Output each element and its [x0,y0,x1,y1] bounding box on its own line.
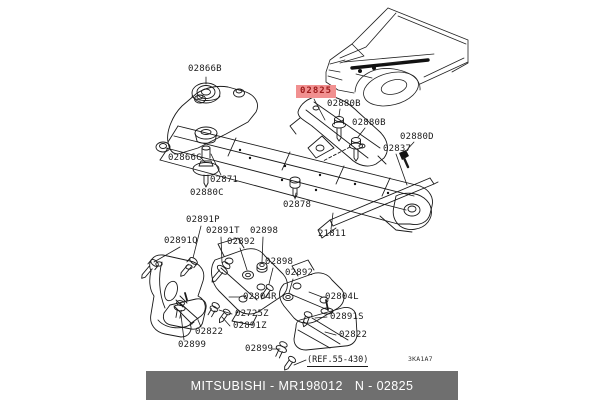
part-label-02871-7: 02871 [210,175,239,185]
part-label-02880d-4: 02880D [400,132,434,142]
part-label-02822-24: 02822 [195,327,224,337]
part-label-02725z-22: 02725Z [235,309,269,319]
part-label-02880c-8: 02880C [190,188,224,198]
part-label-02898-16: 02898 [265,257,294,267]
part-label-02866b-0: 02866B [188,64,222,74]
part-label-02825-1: 02825 [296,85,337,98]
part-label-02891z-23: 02891Z [233,321,267,331]
part-label-02891q-14: 02891Q [164,236,198,246]
bushing-02866B-drawing [191,82,221,104]
part-label-02822-21: 02822 [339,330,368,340]
part-label-02804r-18: 02804R [243,292,277,302]
part-label-21811-10: 21811 [318,229,347,239]
part-label-02899-25: 02899 [178,340,207,350]
screw-02880D-drawing [399,150,410,169]
crossmember-21811-drawing [155,85,433,233]
mount-cluster-left-drawing [141,237,294,338]
mount-cluster-right-drawing [275,259,358,371]
part-label-02891s-20: 02891S [330,312,364,322]
part-label-02898-13: 02898 [250,226,279,236]
part-label-02892-17: 02892 [285,268,314,278]
part-label-02899-26: 02899 [245,344,274,354]
footer-bar: MITSUBISHI - MR198012 N - 02825 [146,371,458,400]
part-label-02891p-11: 02891P [186,215,220,225]
part-label-ref55430-27: (REF.55-430) [307,355,369,367]
part-label-02878-9: 02878 [283,200,312,210]
footer-part-number: N - 02825 [354,378,414,393]
part-label-02892-15: 02892 [227,237,256,247]
vehicle-locator-sketch [325,7,469,107]
part-label-02804l-19: 02804L [325,292,359,302]
part-label-02837-5: 02837 [383,144,412,154]
part-label-02880b-3: 02880B [352,118,386,128]
part-label-02880b-2: 02880B [327,99,361,109]
part-label-02866c-6: 02866C [168,153,202,163]
part-label-3ka1a7-28: 3KA1A7 [408,355,433,363]
bolts-02880B-drawing [322,116,363,162]
part-label-02891t-12: 02891T [206,226,240,236]
leader-lines [153,76,415,366]
washer-sleeve-bolt-02880C-drawing [192,126,220,188]
footer-part-ref: MITSUBISHI - MR198012 [190,378,343,393]
